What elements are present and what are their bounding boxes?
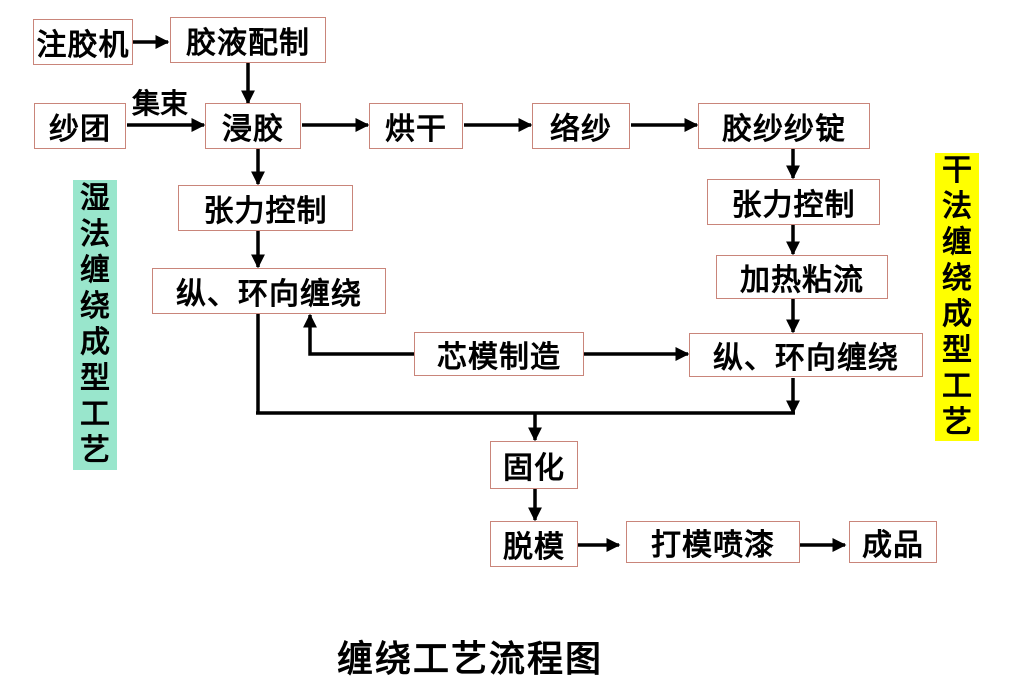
node-impregnate: 浸胶 xyxy=(205,103,301,149)
node-wind-yarn: 络纱 xyxy=(532,103,630,149)
label-wet-process: 湿法缠绕成型工艺 xyxy=(73,180,117,470)
node-mandrel: 芯模制造 xyxy=(414,332,584,376)
node-tension-dry: 张力控制 xyxy=(707,179,880,225)
node-dry: 烘干 xyxy=(369,103,463,149)
node-resin-prep: 胶液配制 xyxy=(170,17,326,63)
vertical-char: 型 xyxy=(942,333,972,368)
node-product: 成品 xyxy=(849,521,937,563)
arrow-mandrel-to-winding-wet xyxy=(303,313,414,356)
vertical-char: 法 xyxy=(942,189,972,224)
vertical-char: 艺 xyxy=(942,405,972,440)
node-demold: 脱模 xyxy=(490,521,578,567)
vertical-char: 艺 xyxy=(80,433,110,468)
vertical-char: 缠 xyxy=(942,225,972,260)
vertical-char: 湿 xyxy=(80,181,110,216)
node-yarn: 纱团 xyxy=(34,103,126,149)
edge-label-bundle: 集束 xyxy=(132,87,189,120)
vertical-char: 成 xyxy=(942,297,972,332)
node-cure: 固化 xyxy=(490,441,578,489)
vertical-char: 缠 xyxy=(80,253,110,288)
vertical-char: 工 xyxy=(80,397,110,432)
node-heat: 加热粘流 xyxy=(716,255,888,299)
vertical-char: 干 xyxy=(942,153,972,188)
vertical-char: 绕 xyxy=(942,261,972,296)
node-injector: 注胶机 xyxy=(33,19,133,65)
node-winding-wet: 纵、环向缠绕 xyxy=(152,268,386,314)
node-winding-dry: 纵、环向缠绕 xyxy=(689,333,923,377)
node-finish: 打模喷漆 xyxy=(626,521,800,563)
vertical-char: 绕 xyxy=(80,289,110,324)
node-prepreg-spindle: 胶纱纱锭 xyxy=(698,103,870,149)
vertical-char: 工 xyxy=(942,369,972,404)
label-dry-process: 干法缠绕成型工艺 xyxy=(935,153,979,441)
node-tension-wet: 张力控制 xyxy=(178,185,353,231)
vertical-char: 成 xyxy=(80,325,110,360)
page-title: 缠绕工艺流程图 xyxy=(337,639,604,680)
vertical-char: 型 xyxy=(80,361,110,396)
vertical-char: 法 xyxy=(80,217,110,252)
